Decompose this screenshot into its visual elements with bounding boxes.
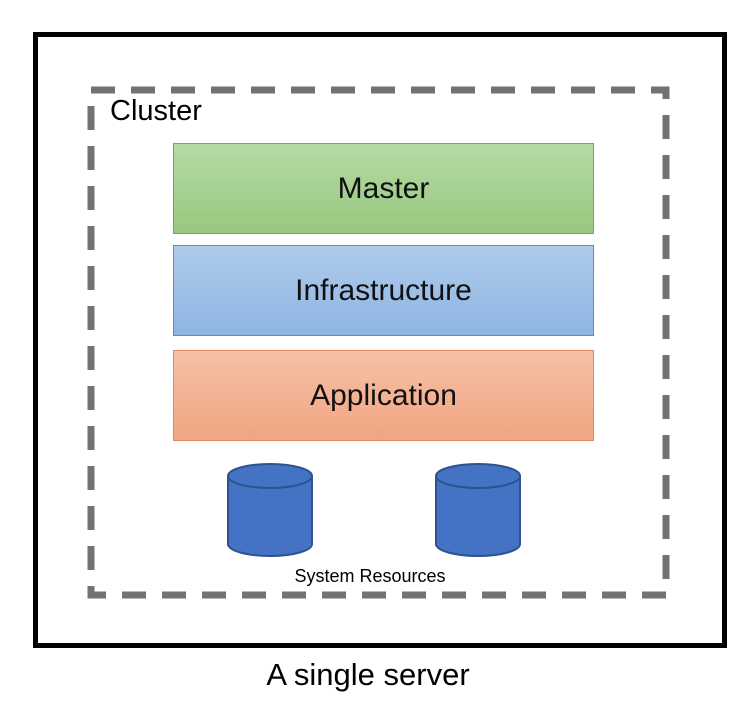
master-layer: Master (173, 143, 594, 234)
application-layer: Application (173, 350, 594, 441)
infrastructure-layer: Infrastructure (173, 245, 594, 336)
cluster-label: Cluster (110, 95, 202, 127)
application-label: Application (310, 378, 457, 412)
server-label: A single server (266, 657, 470, 692)
database-icon (227, 463, 313, 557)
system-resources-label: System Resources (294, 566, 446, 586)
database-icon (435, 463, 521, 557)
infrastructure-label: Infrastructure (295, 273, 472, 307)
master-label: Master (337, 171, 430, 205)
server-frame (33, 32, 727, 648)
